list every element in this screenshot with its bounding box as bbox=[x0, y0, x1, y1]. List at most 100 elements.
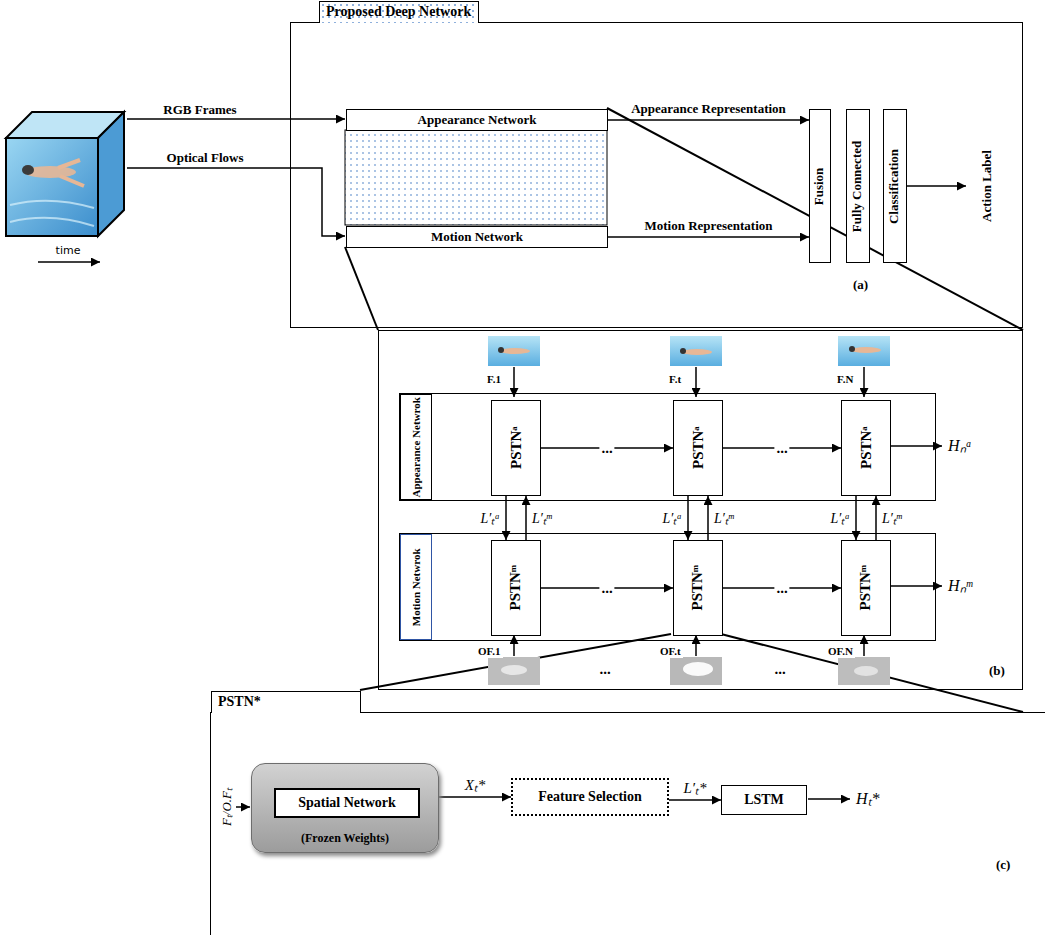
text-slot: (Frozen Weights) bbox=[252, 831, 438, 846]
text-slot: (b) bbox=[989, 663, 1005, 679]
label-slot: Optical Flows bbox=[165, 148, 246, 166]
label-slot: Hₙᵃ bbox=[946, 437, 974, 455]
connector-arrow bbox=[608, 236, 809, 238]
pstn-box: PSTNᵃ bbox=[491, 400, 541, 496]
node-text: Spatial Network bbox=[298, 795, 396, 811]
label-slot: L′ₜᵐ bbox=[712, 509, 736, 527]
dotted-region bbox=[345, 130, 607, 225]
pstn-box: PSTNᵐ bbox=[841, 540, 891, 636]
rgb-frames bbox=[488, 336, 890, 366]
edge-label: L′ₜ* bbox=[681, 780, 708, 797]
edge-label: L′ₜᵐ bbox=[712, 511, 736, 527]
connector-arrow bbox=[439, 796, 511, 798]
label-slot: OF.t bbox=[658, 641, 683, 659]
input-label: Fₜ/O.Fₜ bbox=[220, 786, 235, 828]
input-arrow bbox=[127, 118, 345, 120]
network-box: Motion Network bbox=[346, 226, 608, 248]
axis-label: time bbox=[54, 245, 83, 258]
row-label-box: Appearance Netwrok bbox=[400, 394, 432, 500]
label-slot: F.N bbox=[835, 369, 855, 387]
node-text: Motion Network bbox=[431, 230, 523, 245]
output-label: Action Label bbox=[980, 148, 995, 224]
edge-label: L′ₜᵃ bbox=[829, 511, 852, 527]
text-slot: PSTNᵐ bbox=[843, 579, 889, 596]
label-slot: F.t bbox=[667, 369, 683, 387]
edge-label: Appearance Representation bbox=[629, 102, 788, 117]
pstn-box: PSTNᵃ bbox=[841, 400, 891, 496]
edge-label: ... bbox=[774, 580, 789, 597]
input-arrow bbox=[127, 168, 345, 236]
label-slot: F.1 bbox=[485, 369, 503, 387]
node-text: PSTNᵃ bbox=[857, 427, 874, 470]
feature-selection-box: Feature Selection bbox=[511, 778, 669, 816]
lstm-box: LSTM bbox=[721, 785, 807, 815]
frame-label: OF.N bbox=[826, 645, 855, 658]
node-text: Fully Connected bbox=[851, 141, 866, 232]
label-slot: L′ₜ* bbox=[681, 779, 708, 797]
node-text: Appearance Netwrok bbox=[410, 397, 423, 497]
layer-box: Fully Connected bbox=[846, 109, 870, 263]
text-slot: Motion Network bbox=[431, 229, 523, 245]
label-slot: L′ₜᵃ bbox=[479, 509, 502, 527]
spatial-network-box: Spatial Network bbox=[274, 788, 420, 818]
node-text: LSTM bbox=[744, 792, 784, 808]
layer-box: Classification bbox=[883, 109, 907, 263]
edge-label: ... bbox=[774, 440, 789, 457]
text-slot: Fusion bbox=[801, 178, 839, 194]
label-slot: ... bbox=[774, 439, 789, 457]
text-slot: PSTNᵃ bbox=[677, 439, 720, 456]
video-cube bbox=[6, 112, 124, 236]
edge-label: L′ₜᵐ bbox=[530, 511, 554, 527]
text-slot: Appearance Netwrok bbox=[366, 441, 466, 454]
frame-label: F.t bbox=[667, 373, 683, 386]
label-slot: OF.1 bbox=[476, 641, 503, 659]
label-slot: Hₙᵐ bbox=[946, 577, 974, 595]
label-slot: L′ₜᵐ bbox=[530, 509, 554, 527]
label-slot: Action Label bbox=[977, 148, 995, 224]
text-slot: (c) bbox=[996, 857, 1010, 873]
panel-label: (c) bbox=[996, 858, 1010, 873]
node-text: Appearance Network bbox=[418, 113, 537, 128]
network-panel: Proposed Deep Network(a)Appearance Netwo… bbox=[290, 22, 1023, 328]
node-text: Feature Selection bbox=[538, 789, 642, 805]
frame-label: OF.t bbox=[658, 645, 683, 658]
panel-label: (a) bbox=[853, 278, 868, 293]
node-text: Fusion bbox=[813, 168, 828, 206]
pstn-box: PSTNᵐ bbox=[673, 540, 723, 636]
node-text: Classification bbox=[888, 149, 903, 224]
label-slot: Xₜ* bbox=[463, 776, 488, 794]
text-slot: (a) bbox=[853, 277, 868, 293]
network-box: Appearance Network bbox=[346, 109, 608, 131]
text-slot: PSTNᵃ bbox=[845, 439, 888, 456]
node-text: Proposed Deep Network bbox=[326, 4, 471, 20]
label-slot: ... bbox=[774, 579, 789, 597]
input-label: Optical Flows bbox=[165, 151, 246, 166]
node-text: PSTNᵐ bbox=[857, 565, 874, 611]
text-slot: PSTNᵐ bbox=[675, 579, 721, 596]
zoom-lines bbox=[345, 108, 1023, 712]
node-text: PSTNᵃ bbox=[689, 427, 706, 470]
stream-row: Motion NetwrokPSTNᵐPSTNᵐPSTNᵐ bbox=[399, 533, 936, 641]
row-label-box: Motion Netwrok bbox=[400, 534, 432, 640]
ellipsis: ... bbox=[597, 661, 612, 678]
label-slot: L′ₜᵐ bbox=[880, 509, 904, 527]
frozen-block: (Frozen Weights) Spatial Network bbox=[251, 763, 439, 853]
edge-label: L′ₜᵃ bbox=[479, 511, 502, 527]
label-slot: ... bbox=[599, 439, 614, 457]
state-label: Hₙᵐ bbox=[946, 577, 974, 595]
input-label: RGB Frames bbox=[161, 103, 238, 118]
node-text: (Frozen Weights) bbox=[301, 832, 389, 846]
text-slot: Feature Selection bbox=[538, 789, 642, 805]
frame-label: OF.1 bbox=[476, 645, 503, 658]
pstn-box: PSTNᵐ bbox=[491, 540, 541, 636]
stream-row: Appearance NetwrokPSTNᵃPSTNᵃPSTNᵃ bbox=[399, 393, 936, 501]
edge-label: Xₜ* bbox=[463, 777, 488, 794]
text-slot: Spatial Network bbox=[298, 795, 396, 811]
label-slot: L′ₜᵃ bbox=[829, 509, 852, 527]
text-slot: PSTNᵃ bbox=[495, 439, 538, 456]
label-slot: L′ₜᵃ bbox=[661, 509, 684, 527]
frame-label: F.N bbox=[835, 373, 855, 386]
ellipsis: ... bbox=[772, 661, 787, 678]
panel-tab: PSTN* bbox=[211, 691, 361, 713]
text-slot: PSTNᵐ bbox=[493, 579, 539, 596]
